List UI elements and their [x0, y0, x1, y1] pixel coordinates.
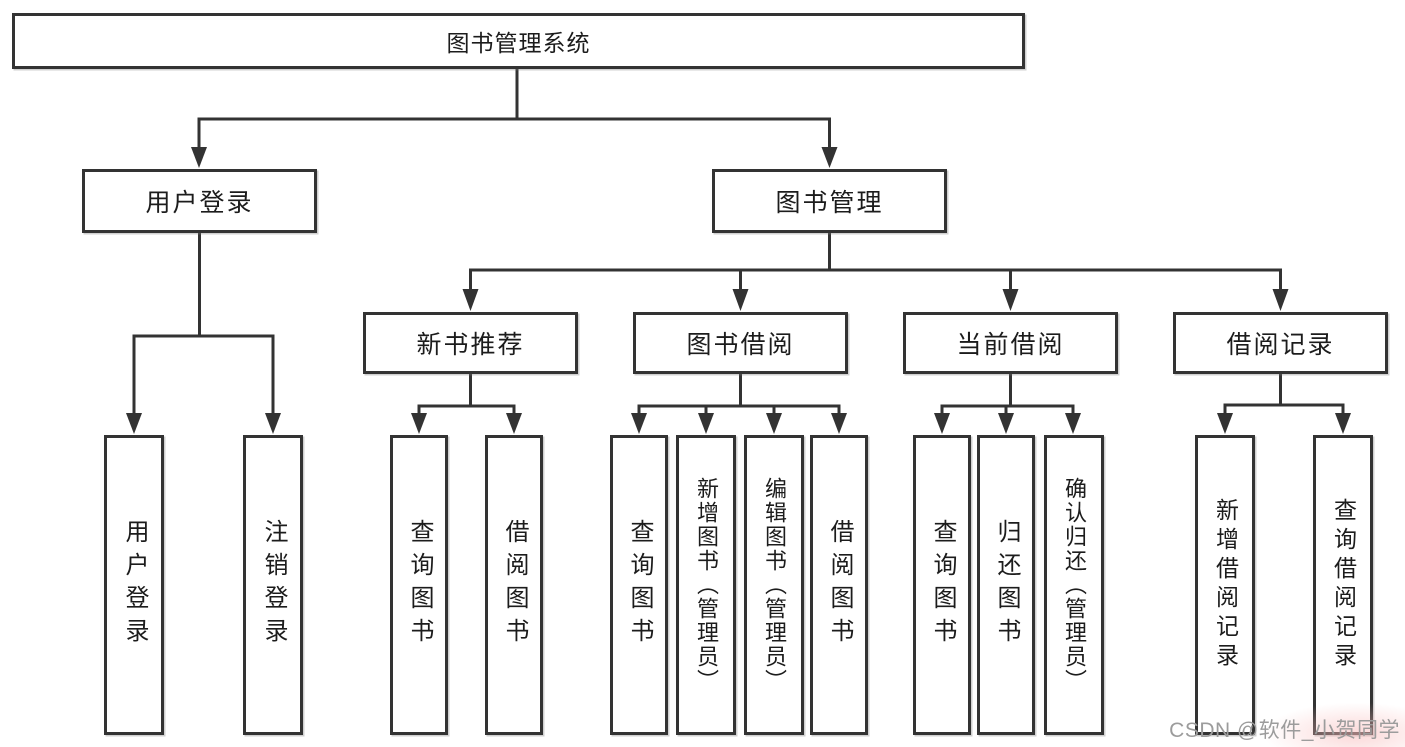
leaf-user-login: 用户登录 [104, 435, 164, 735]
arrow-down-icon [1002, 289, 1019, 311]
leaf-borrow-books-2: 借阅图书 [810, 435, 868, 735]
node-book-borrowing: 图书借阅 [633, 312, 848, 374]
node-label: 图书管理 [775, 189, 884, 217]
leaf-borrow-books-1: 借阅图书 [485, 435, 543, 735]
node-label: 注销登录 [260, 519, 287, 651]
arrow-down-icon [1272, 289, 1289, 311]
node-new-book-recommend: 新书推荐 [363, 312, 578, 374]
arrow-down-icon [411, 413, 427, 434]
leaf-query-books-1: 查询图书 [390, 435, 448, 735]
node-label: 查询图书 [626, 519, 653, 651]
node-book-management: 图书管理 [712, 169, 947, 233]
node-label: 新增图书（管理员） [694, 477, 719, 693]
leaf-edit-books-admin: 编辑图书（管理员） [744, 435, 804, 735]
node-label: 查询借阅记录 [1330, 498, 1357, 672]
leaf-return-books: 归还图书 [977, 435, 1035, 735]
arrow-down-icon [766, 413, 782, 434]
arrow-down-icon [1217, 413, 1233, 434]
leaf-query-books-2: 查询图书 [610, 435, 668, 735]
leaf-query-books-3: 查询图书 [913, 435, 971, 735]
node-label: 新增借阅记录 [1212, 498, 1239, 672]
arrow-down-icon [998, 413, 1014, 434]
node-label: 用户登录 [121, 519, 148, 651]
arrow-down-icon [934, 413, 950, 434]
leaf-confirm-return-admin: 确认归还（管理员） [1044, 435, 1104, 735]
node-current-borrowing: 当前借阅 [903, 312, 1118, 374]
leaf-query-borrow-record: 查询借阅记录 [1313, 435, 1373, 735]
arrow-down-icon [732, 289, 749, 311]
node-label: 归还图书 [993, 519, 1020, 651]
arrow-down-icon [821, 147, 838, 168]
node-label: 借阅图书 [826, 519, 853, 651]
arrow-down-icon [462, 289, 479, 311]
leaf-add-borrow-record: 新增借阅记录 [1195, 435, 1255, 735]
node-label: 确认归还（管理员） [1062, 477, 1087, 693]
node-label: 用户登录 [145, 189, 254, 217]
arrow-down-icon [698, 413, 714, 434]
leaf-logout: 注销登录 [243, 435, 303, 735]
node-label: 图书借阅 [686, 331, 795, 359]
leaf-add-books-admin: 新增图书（管理员） [676, 435, 736, 735]
node-borrowing-records: 借阅记录 [1173, 312, 1388, 374]
node-label: 查询图书 [929, 519, 956, 651]
node-label: 借阅记录 [1226, 331, 1335, 359]
node-label: 查询图书 [406, 519, 433, 651]
arrow-down-icon [631, 413, 647, 434]
connector-path [132, 67, 1345, 420]
arrow-down-icon [265, 413, 281, 434]
node-user-login: 用户登录 [82, 169, 317, 233]
arrow-down-icon [191, 147, 207, 168]
arrow-down-icon [506, 413, 522, 434]
node-library-management-system: 图书管理系统 [12, 13, 1025, 69]
node-label: 新书推荐 [416, 331, 525, 359]
watermark-glow [1265, 703, 1405, 747]
arrow-down-icon [1335, 413, 1351, 434]
node-label: 借阅图书 [501, 519, 528, 651]
node-label: 编辑图书（管理员） [762, 477, 787, 693]
arrow-down-icon [831, 413, 847, 434]
node-label: 当前借阅 [956, 331, 1065, 359]
arrow-down-icon [1065, 413, 1081, 434]
node-label: 图书管理系统 [446, 30, 591, 56]
watermark: CSDN @软件_小贺同学 [1169, 719, 1400, 742]
arrow-down-icon [126, 413, 142, 434]
